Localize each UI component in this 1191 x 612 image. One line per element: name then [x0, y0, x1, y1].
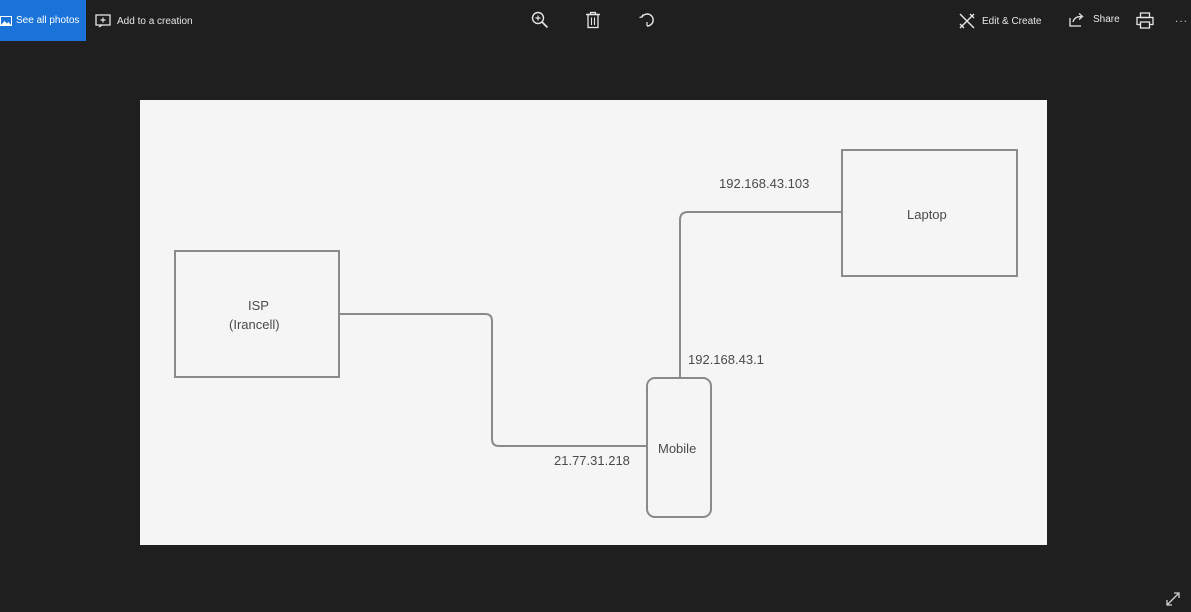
mobile-label: Mobile: [658, 441, 697, 456]
expand-icon: [1166, 592, 1180, 606]
share-icon: [1069, 12, 1084, 27]
share-label: Share: [1093, 13, 1120, 25]
print-button[interactable]: [1134, 9, 1156, 31]
see-all-photos-button[interactable]: See all photos: [0, 0, 86, 41]
isp-box: [174, 250, 340, 378]
delete-button[interactable]: [582, 9, 604, 31]
rotate-icon: [639, 13, 654, 27]
add-to-creation-icon: [95, 14, 111, 28]
more-options-button[interactable]: ...: [1175, 11, 1189, 25]
rotate-button[interactable]: [636, 9, 658, 31]
laptop-box: [841, 149, 1018, 277]
mobile-gateway-ip-label: 192.168.43.1: [688, 352, 764, 367]
zoom-button[interactable]: [529, 9, 551, 31]
add-to-creation-label: Add to a creation: [117, 15, 193, 27]
expand-button[interactable]: [1165, 591, 1181, 607]
isp-mobile-ip-label: 21.77.31.218: [554, 453, 630, 468]
print-icon: [1136, 11, 1154, 29]
mobile-laptop-link: [679, 211, 842, 378]
see-all-photos-label: See all photos: [16, 15, 80, 26]
edit-create-icon: [959, 13, 975, 29]
edit-create-button[interactable]: Edit & Create: [958, 11, 1041, 31]
photos-icon: [0, 15, 12, 26]
edit-create-label: Edit & Create: [982, 15, 1042, 27]
laptop-label: Laptop: [907, 207, 947, 222]
laptop-ip-label: 192.168.43.103: [719, 176, 810, 191]
photo-canvas: ISP (Irancell) Laptop Mobile 21.77.31.21…: [140, 100, 1047, 545]
isp-label: ISP: [248, 298, 269, 313]
delete-icon: [586, 11, 600, 29]
isp-mobile-link: [339, 313, 647, 447]
zoom-in-icon: [531, 11, 549, 29]
isp-name-label: (Irancell): [229, 317, 280, 332]
share-button[interactable]: Share: [1069, 10, 1120, 28]
add-to-creation-button[interactable]: Add to a creation: [95, 12, 193, 30]
network-diagram: [174, 149, 1018, 518]
photos-toolbar: See all photos Add to a creation: [0, 0, 1191, 42]
